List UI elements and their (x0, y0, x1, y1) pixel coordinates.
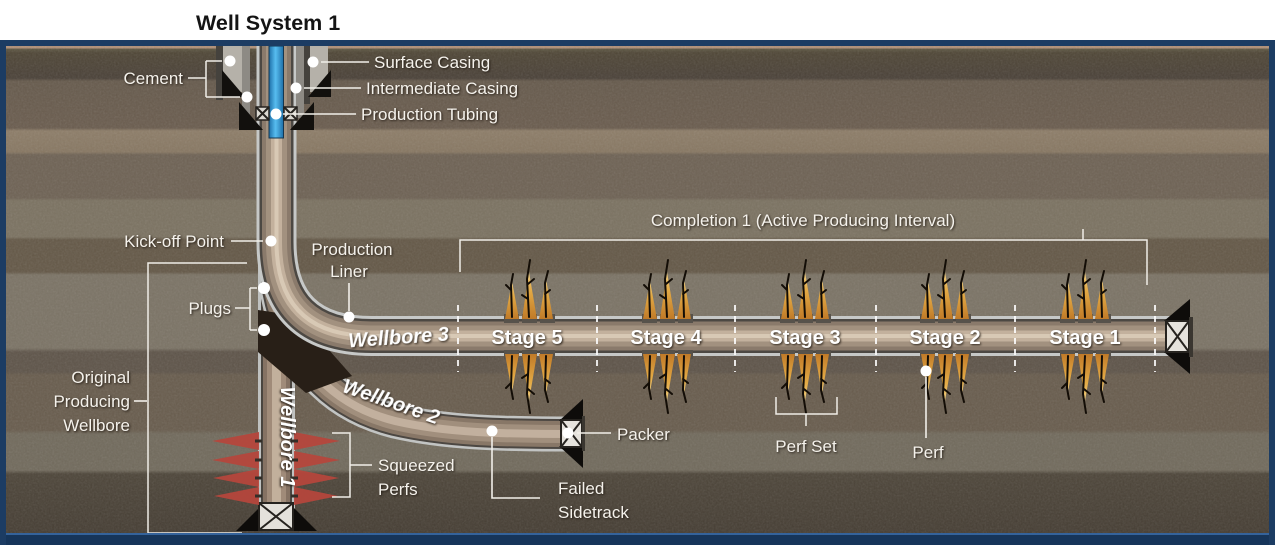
original-wellbore-label-2: Producing (53, 392, 130, 411)
plugs-label: Plugs (188, 299, 231, 318)
production-tubing-label: Production Tubing (361, 105, 498, 124)
squeezed-perfs-icon (212, 432, 340, 505)
earth-texture (6, 46, 1269, 534)
junction-cement-wedge (258, 310, 352, 393)
diagram-title: Well System 1 (196, 11, 340, 35)
failed-sidetrack-label-2: Sidetrack (558, 503, 629, 522)
casing-shoe-icon (308, 70, 331, 97)
production-tubing-callout: Production Tubing (270, 105, 498, 124)
original-wellbore-label-3: Wellbore (63, 416, 130, 435)
stage-1-label: Stage 1 (1049, 327, 1120, 349)
surface-casing-label: Surface Casing (374, 53, 490, 72)
production-liner-callout: Production Liner (311, 240, 393, 323)
production-tubing-pipe (268, 45, 284, 139)
intermediate-casing-callout: Intermediate Casing (290, 79, 518, 98)
plugs-callout: Plugs (188, 282, 270, 336)
kick-off-label: Kick-off Point (124, 232, 224, 251)
kick-off-callout: Kick-off Point (124, 232, 277, 251)
tubing-hanger-icon (255, 106, 298, 121)
plug-marker-icon (258, 324, 270, 336)
perf-set-callout: Perf Set (775, 397, 838, 456)
perf-callout: Perf (912, 365, 944, 462)
wellbore3-toe-plug-icon (1164, 299, 1193, 374)
squeezed-perfs-label-2: Perfs (378, 480, 418, 499)
surface-casing-callout: Surface Casing (307, 53, 490, 72)
bottom-plug-icon (236, 502, 317, 531)
perf-tick-marks (255, 439, 298, 498)
stage-3-label: Stage 3 (769, 327, 840, 349)
stage-5-label: Stage 5 (491, 327, 562, 349)
plug-marker-icon (258, 282, 270, 294)
perf-set-label: Perf Set (775, 437, 837, 456)
production-liner-label-1: Production (311, 240, 392, 259)
packer-label: Packer (617, 425, 670, 444)
diagram-border (0, 40, 1275, 545)
completion-bracket: Completion 1 (Active Producing Interval) (459, 211, 1148, 285)
cement-label: Cement (123, 69, 183, 88)
casing-shoe-icon (222, 70, 245, 97)
stage-2-label: Stage 2 (909, 327, 980, 349)
packer-callout: Packer (562, 425, 670, 444)
casing-shoe-icon (290, 102, 314, 130)
production-liner-label-2: Liner (330, 262, 368, 281)
squeezed-perfs-callout: Squeezed Perfs (332, 432, 455, 499)
casing-shoe-icon (239, 102, 263, 130)
squeezed-perfs-label-1: Squeezed (378, 456, 455, 475)
original-wellbore-label-1: Original (71, 368, 130, 387)
cement-callout: Cement (123, 55, 253, 103)
wellbore-1-label: Wellbore 1 (276, 387, 298, 488)
failed-sidetrack-callout: Failed Sidetrack (486, 425, 629, 522)
failed-sidetrack-label-1: Failed (558, 479, 604, 498)
perf-label: Perf (912, 443, 943, 462)
stage-dividers (457, 305, 1156, 372)
stage-4-label: Stage 4 (630, 327, 702, 349)
wellbore-3-pipe (256, 46, 1182, 356)
intermediate-casing-label: Intermediate Casing (366, 79, 518, 98)
header-band (0, 0, 1275, 40)
completion-label: Completion 1 (Active Producing Interval) (651, 211, 955, 230)
